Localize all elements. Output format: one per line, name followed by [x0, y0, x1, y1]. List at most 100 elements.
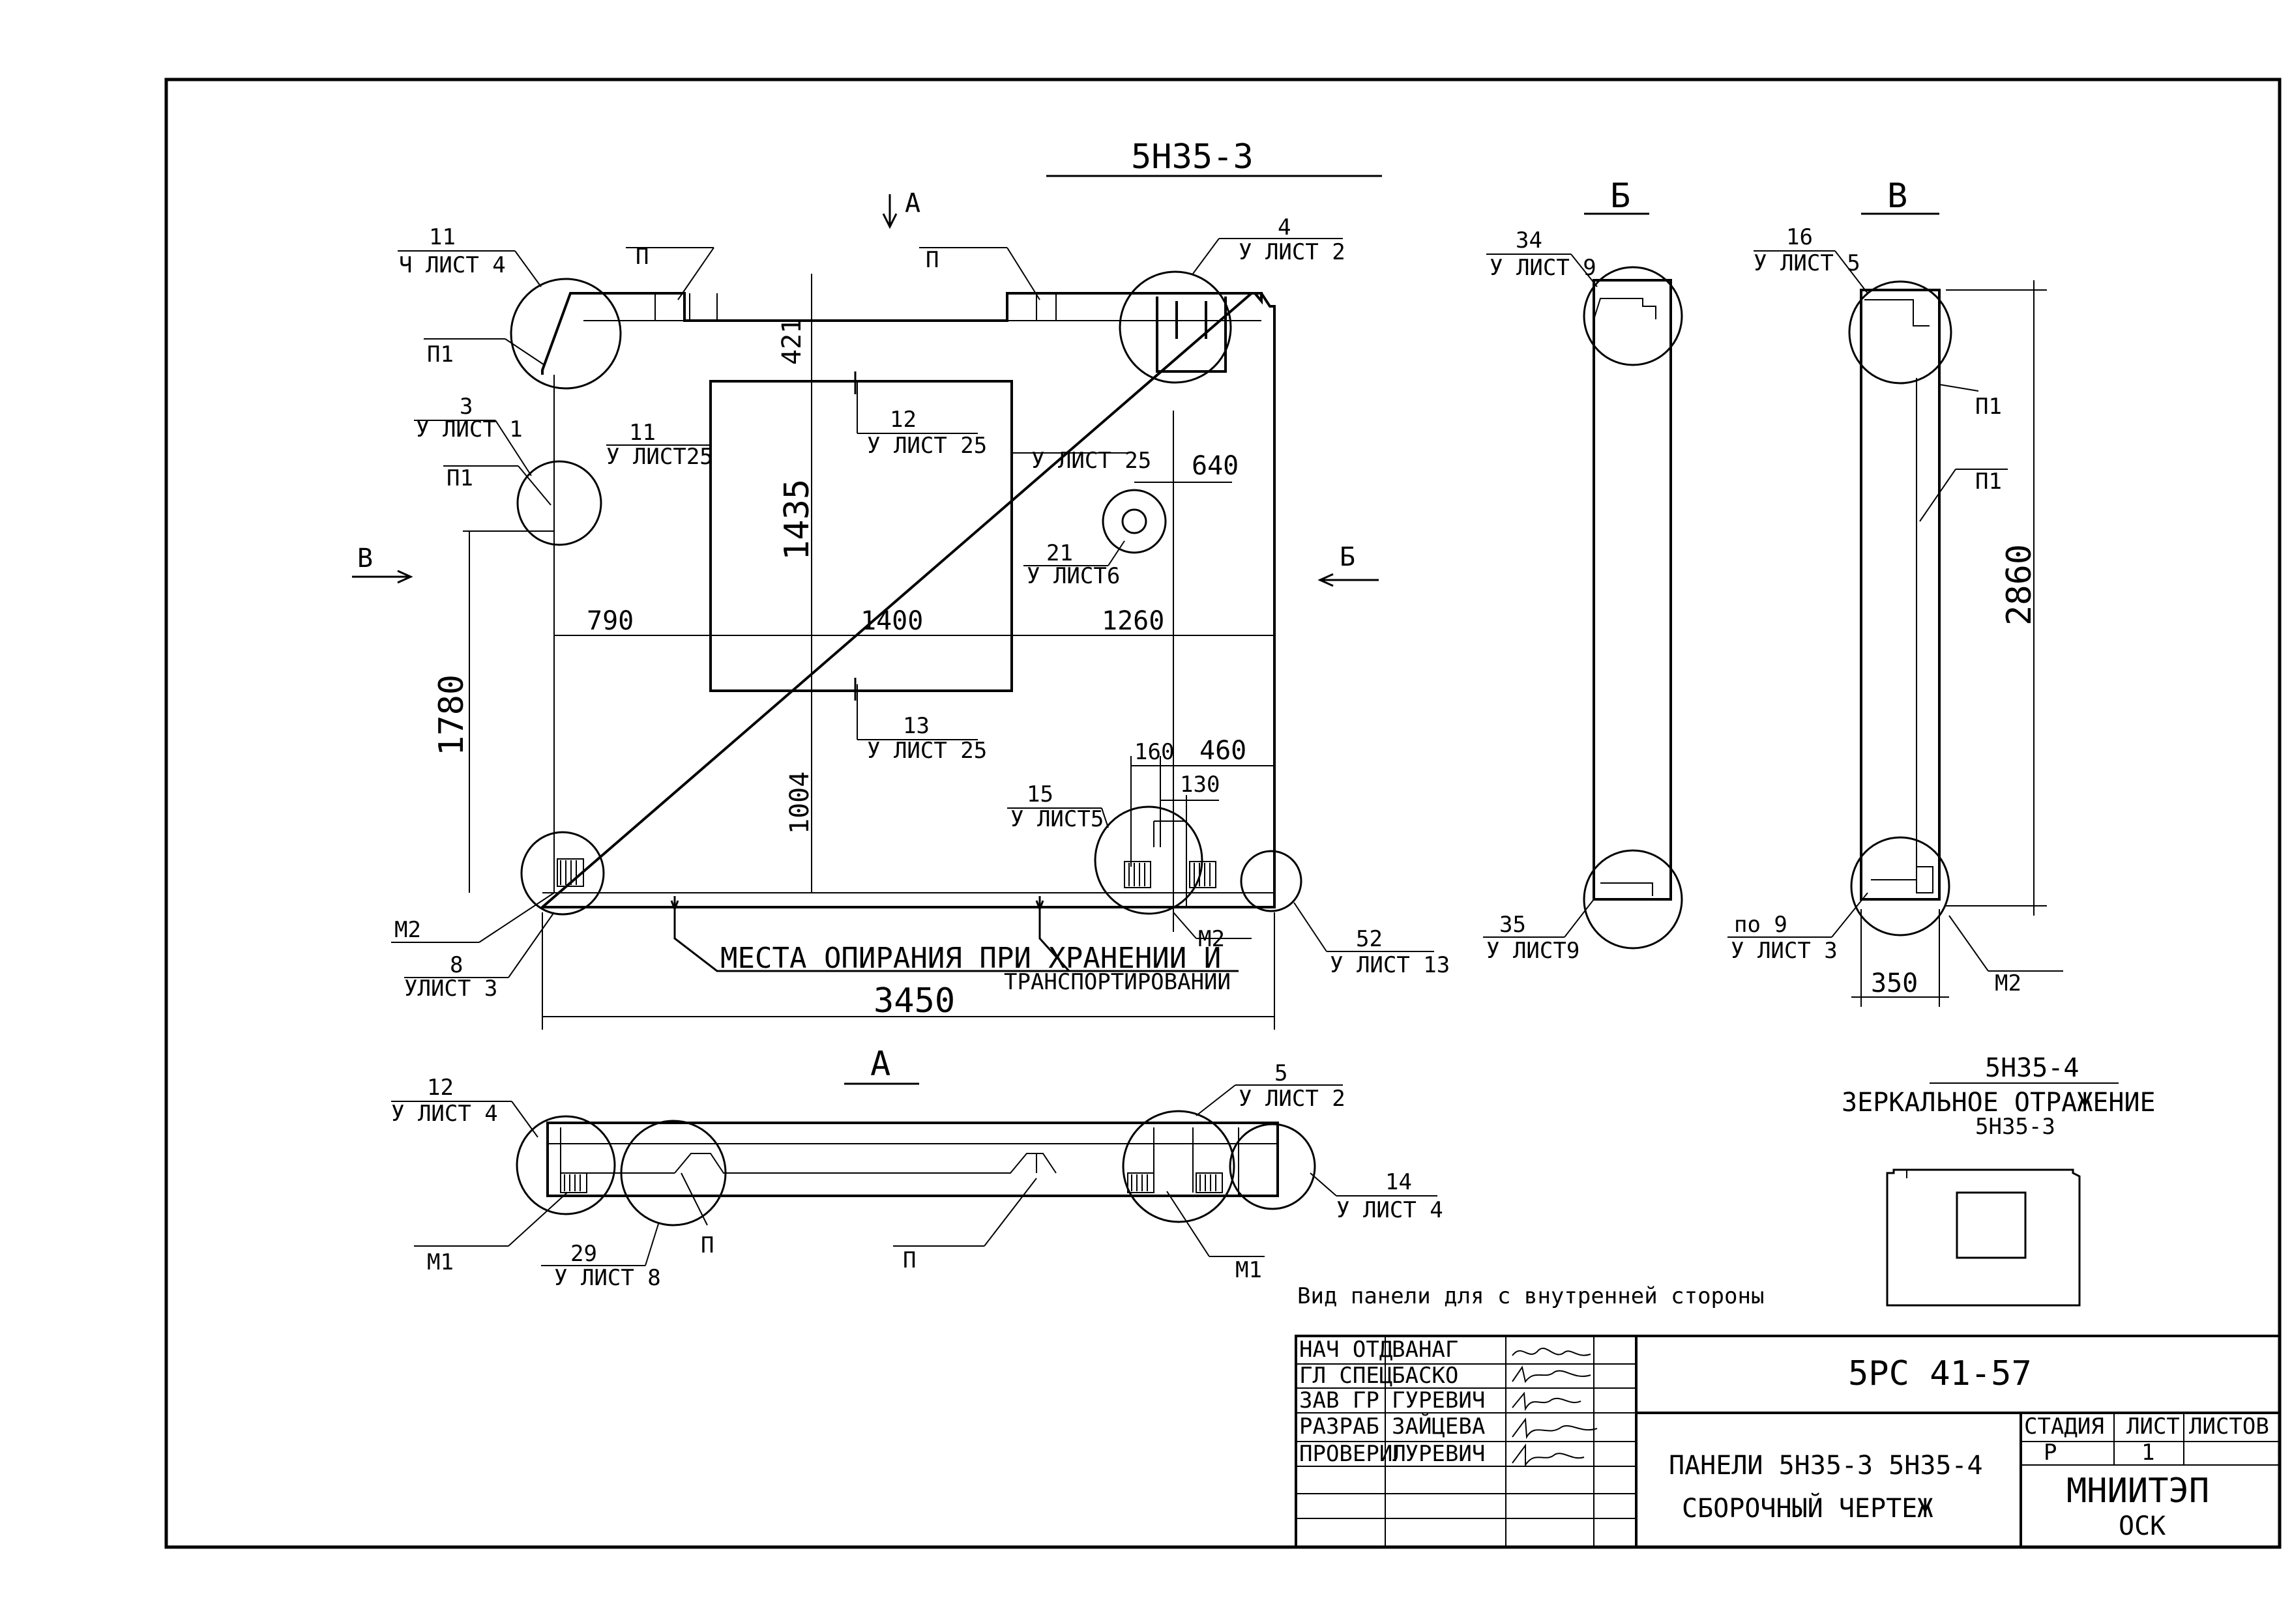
signature-1 — [1512, 1365, 1591, 1384]
support-note-1: МЕСТА ОПИРАНИЯ ПРИ ХРАНЕНИИ И — [720, 942, 1221, 975]
svg-text:У ЛИСТ 25: У ЛИСТ 25 — [867, 433, 987, 459]
dim-1400: 1400 — [860, 606, 923, 636]
sheet-header: ЛИСТ — [2126, 1414, 2180, 1440]
svg-text:У ЛИСТ 2: У ЛИСТ 2 — [1239, 239, 1345, 265]
callout-52: 52 У ЛИСТ 13 — [1293, 902, 1450, 978]
svg-text:4: 4 — [1278, 214, 1291, 240]
dim-160: 160 — [1134, 739, 1174, 765]
svg-text:У ЛИСТ 9: У ЛИСТ 9 — [1490, 255, 1596, 281]
detail-circle-11 — [510, 278, 622, 390]
doc-name-2: СБОРОЧНЫЙ ЧЕРТЕЖ — [1682, 1492, 1933, 1524]
svg-text:У ЛИСТ25: У ЛИСТ25 — [606, 444, 713, 470]
svg-text:У ЛИСТ 4: У ЛИСТ 4 — [391, 1101, 498, 1127]
svg-text:У ЛИСТ 1: У ЛИСТ 1 — [416, 416, 523, 442]
bottom-view-a: А 12 У ЛИСТ 4 5 У ЛИСТ 2 14 У ЛИСТ 4 М1 … — [391, 1045, 1443, 1291]
section-mark-a: А — [905, 188, 920, 218]
svg-text:35: 35 — [1499, 912, 1526, 938]
sheet-frame — [164, 78, 2282, 1549]
staff-role-2: ЗАВ ГР — [1299, 1387, 1379, 1414]
svg-text:21: 21 — [1046, 540, 1073, 566]
dim-790: 790 — [587, 606, 634, 636]
svg-text:16: 16 — [1786, 224, 1813, 250]
detail-circle-4 — [1119, 270, 1232, 384]
org-1: МНИИТЭП — [2066, 1472, 2209, 1511]
staff-role-3: РАЗРАБ — [1299, 1414, 1379, 1440]
svg-text:У ЛИСТ6: У ЛИСТ6 — [1027, 563, 1120, 589]
staff-name-0: ВАНАГ — [1392, 1337, 1458, 1363]
dim-2860: 2860 — [2000, 544, 2039, 626]
svg-text:У ЛИСТ 5: У ЛИСТ 5 — [1754, 250, 1860, 276]
dim-130: 130 — [1180, 772, 1220, 798]
dim-1780: 1780 — [432, 674, 471, 756]
staff-name-4: ГУРЕВИЧ — [1392, 1441, 1485, 1467]
dim-640: 640 — [1192, 451, 1239, 481]
dim-1260: 1260 — [1102, 606, 1164, 636]
callout-15: 15 У ЛИСТ5 — [1007, 781, 1109, 832]
svg-text:М1: М1 — [1235, 1257, 1262, 1283]
callout-11-mid: 11 У ЛИСТ25 — [606, 420, 713, 470]
callout-11-top: 11 Ч ЛИСТ 4 — [398, 224, 542, 287]
signature-4 — [1512, 1443, 1585, 1468]
support-note-2: ТРАНСПОРТИРОВАНИИ — [1004, 969, 1231, 995]
org-2: ОСК — [2119, 1511, 2166, 1541]
svg-text:У ЛИСТ9: У ЛИСТ9 — [1486, 938, 1579, 964]
dim-350: 350 — [1871, 968, 1918, 998]
callout-m2-right: М2 — [1173, 912, 1252, 952]
mirror-note: 5Н35-4 ЗЕРКАЛЬНОЕ ОТРАЖЕНИЕ 5Н35-3 — [1842, 1053, 2156, 1140]
svg-text:34: 34 — [1516, 227, 1542, 254]
stage-header: СТАДИЯ — [2024, 1414, 2104, 1440]
inner-view-note: Вид панели для с внутренней стороны — [1297, 1283, 1764, 1309]
svg-text:М2: М2 — [1995, 970, 2021, 996]
sheet-value: 1 — [2141, 1440, 2154, 1466]
dim-421: 421 — [777, 318, 807, 365]
staff-name-1: БАСКО — [1392, 1363, 1458, 1389]
svg-text:12: 12 — [427, 1075, 454, 1101]
side-view-b: Б 34 У ЛИСТ 9 35 У ЛИСТ9 — [1483, 177, 1683, 964]
dim-1004: 1004 — [785, 772, 815, 834]
sheets-header: ЛИСТОВ — [2189, 1414, 2269, 1440]
svg-text:У ЛИСТ5: У ЛИСТ5 — [1010, 806, 1104, 832]
title-block: НАЧ ОТД ВАНАГ ГЛ СПЕЦ БАСКО ЗАВ ГР ГУРЕВ… — [1295, 1335, 2281, 1548]
svg-text:А: А — [870, 1045, 890, 1084]
callout-12-mid: 12 У ЛИСТ 25 — [854, 371, 987, 459]
svg-text:П: П — [926, 247, 939, 273]
svg-text:11: 11 — [429, 224, 456, 250]
svg-text:3: 3 — [460, 394, 473, 420]
signature-3 — [1512, 1417, 1598, 1440]
svg-text:5: 5 — [1274, 1060, 1287, 1086]
svg-text:М1: М1 — [427, 1249, 454, 1275]
svg-text:У ЛИСТ 2: У ЛИСТ 2 — [1239, 1086, 1345, 1112]
staff-name-2: ГУРЕВИЧ — [1392, 1387, 1485, 1414]
svg-text:15: 15 — [1027, 781, 1053, 807]
svg-text:П1: П1 — [1975, 469, 2002, 495]
doc-name-1: ПАНЕЛИ 5Н35-3 5Н35-4 — [1669, 1451, 1983, 1481]
svg-text:ЗЕРКАЛЬНОЕ ОТРАЖЕНИЕ: ЗЕРКАЛЬНОЕ ОТРАЖЕНИЕ — [1842, 1088, 2156, 1118]
staff-role-1: ГЛ СПЕЦ — [1299, 1363, 1392, 1389]
svg-text:П1: П1 — [427, 341, 454, 368]
callout-ylist25-right: У ЛИСТ 25 — [1012, 448, 1151, 474]
detail-circle-3 — [516, 460, 602, 546]
side-view-v: В 2860 350 16 У ЛИСТ 5 П1 П1 по 9 У ЛИСТ… — [1727, 177, 2063, 1007]
dim-460: 460 — [1199, 736, 1246, 766]
dim-1435: 1435 — [778, 479, 817, 560]
svg-text:52: 52 — [1356, 926, 1383, 952]
signature-0 — [1512, 1348, 1591, 1356]
mark-p1-top: П1 — [424, 338, 545, 368]
detail-circle-8 — [520, 831, 605, 916]
svg-text:В: В — [1887, 177, 1907, 216]
svg-text:П1: П1 — [447, 465, 473, 491]
doc-code: 5РС 41-57 — [1848, 1354, 2032, 1393]
mark-p-top-mid: П — [919, 247, 1040, 300]
callout-4-top: 4 У ЛИСТ 2 — [1192, 214, 1345, 274]
side-view-b-body — [1593, 279, 1672, 901]
svg-text:П: П — [903, 1247, 916, 1273]
dim-3450: 3450 — [874, 981, 955, 1021]
side-view-v-body — [1860, 289, 1941, 901]
svg-text:Б: Б — [1610, 177, 1630, 216]
svg-text:М2: М2 — [394, 917, 421, 943]
callout-3: 3 У ЛИСТ 1 — [414, 394, 532, 476]
svg-text:12: 12 — [890, 407, 917, 433]
svg-text:8: 8 — [450, 952, 463, 978]
bottom-view-a-body — [546, 1122, 1279, 1197]
svg-text:У ЛИСТ 4: У ЛИСТ 4 — [1336, 1197, 1443, 1223]
